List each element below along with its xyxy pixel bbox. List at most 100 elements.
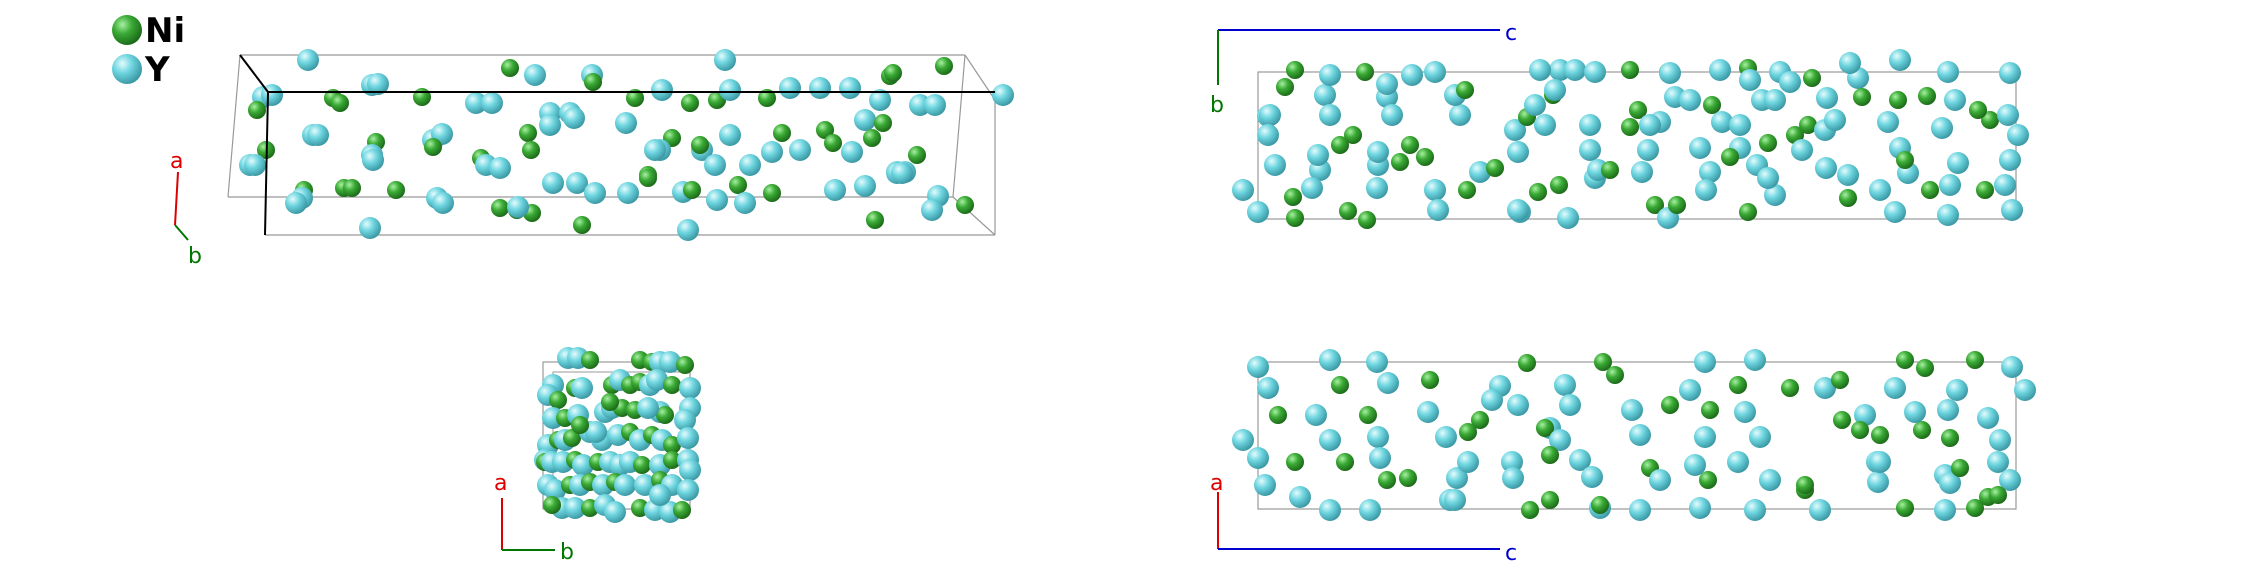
y-atom — [1884, 201, 1906, 223]
y-atom — [1867, 471, 1889, 493]
y-atom — [1814, 377, 1836, 399]
ab-projection-panel: a b — [494, 347, 701, 565]
ni-atom — [682, 180, 702, 200]
ni-atom — [1720, 147, 1740, 167]
bc-projection-panel: c b — [1210, 21, 2029, 230]
ni-atom — [330, 93, 350, 113]
ni-atom — [570, 415, 590, 435]
ni-atom — [662, 435, 682, 455]
axis-c-label: c — [1505, 21, 1517, 46]
y-atom — [1524, 94, 1546, 116]
axis-triad-perspective: a b — [170, 149, 202, 269]
ni-atom — [412, 87, 432, 107]
y-atom — [367, 73, 389, 95]
y-atom — [1579, 139, 1601, 161]
y-atom — [1254, 474, 1276, 496]
ni-atom — [1620, 117, 1640, 137]
y-atom — [1247, 201, 1269, 223]
y-atom — [1729, 114, 1751, 136]
ni-atom — [625, 88, 645, 108]
ni-atom — [675, 355, 695, 375]
y-atom — [1659, 62, 1681, 84]
y-atom — [1314, 84, 1336, 106]
ni-atom — [815, 120, 835, 140]
y-atom — [481, 92, 503, 114]
axis-b-label: b — [560, 540, 574, 565]
ni-atom — [1330, 375, 1350, 395]
y-atom — [297, 49, 319, 71]
ni-atom — [542, 495, 562, 515]
ni-atom — [1343, 125, 1363, 145]
ni-atom — [1600, 160, 1620, 180]
ni-atom — [1528, 182, 1548, 202]
y-atom — [1544, 79, 1566, 101]
y-atom — [1564, 59, 1586, 81]
ni-atom — [1895, 498, 1915, 518]
ni-atom — [1455, 80, 1475, 100]
ni-atom — [662, 375, 682, 395]
y-atom — [891, 162, 913, 184]
y-atom — [637, 397, 659, 419]
y-atom — [924, 94, 946, 116]
ni-atom — [1628, 100, 1648, 120]
y-atom — [585, 421, 607, 443]
ni-atom — [1667, 195, 1687, 215]
y-atom — [779, 77, 801, 99]
ni-atom — [1728, 375, 1748, 395]
y-atom — [1699, 161, 1721, 183]
y-atom — [1629, 499, 1651, 521]
y-atom — [566, 172, 588, 194]
ni-atom — [1988, 485, 2008, 505]
y-atom — [921, 199, 943, 221]
y-atom — [1649, 469, 1671, 491]
y-atom — [1764, 89, 1786, 111]
y-atom — [1257, 377, 1279, 399]
y-atom — [489, 157, 511, 179]
ni-atom — [873, 113, 893, 133]
ni-atom — [862, 128, 882, 148]
y-atom — [1232, 179, 1254, 201]
y-atom — [1727, 451, 1749, 473]
atoms-perspective — [239, 49, 1014, 241]
ni-atom — [600, 392, 620, 412]
y-atom — [2001, 199, 2023, 221]
ni-atom — [1738, 202, 1758, 222]
y-atom — [507, 196, 529, 218]
legend-y-label: Y — [144, 50, 170, 90]
ni-atom — [1700, 400, 1720, 420]
y-atom — [571, 377, 593, 399]
y-atom — [1815, 157, 1837, 179]
ni-atom — [1535, 418, 1555, 438]
y-atom — [1629, 424, 1651, 446]
y-atom — [1679, 89, 1701, 111]
y-atom — [1709, 59, 1731, 81]
ni-atom — [500, 58, 520, 78]
y-atom — [539, 114, 561, 136]
ni-atom — [955, 195, 975, 215]
y-atom — [1824, 109, 1846, 131]
y-atom — [761, 141, 783, 163]
y-atom — [1377, 372, 1399, 394]
y-atom — [617, 182, 639, 204]
ni-atom — [1593, 352, 1613, 372]
y-atom — [1946, 379, 1968, 401]
ni-atom — [638, 168, 658, 188]
y-atom — [1791, 139, 1813, 161]
axis-b-label: b — [1210, 93, 1224, 118]
ni-atom — [1758, 133, 1778, 153]
ni-atom — [1620, 60, 1640, 80]
y-atom — [659, 351, 681, 373]
ni-atom — [865, 210, 885, 230]
y-atom — [679, 377, 701, 399]
y-atom — [1997, 104, 2019, 126]
y-atom — [1534, 114, 1556, 136]
ni-atom — [883, 63, 903, 83]
y-atom — [614, 474, 636, 496]
y-atom — [1232, 429, 1254, 451]
ni-atom — [934, 56, 954, 76]
y-atom — [1366, 351, 1388, 373]
y-atom — [1999, 62, 2021, 84]
ni-atom — [1400, 135, 1420, 155]
ni-atom — [680, 93, 700, 113]
y-atom — [1557, 207, 1579, 229]
